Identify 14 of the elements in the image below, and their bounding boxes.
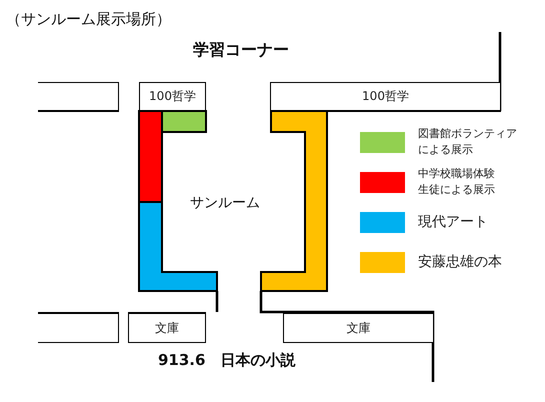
shelf-label: 913.6 日本の小説	[158, 351, 296, 370]
legend-label: 図書館ボランティアによる展示	[418, 126, 518, 158]
shelf-box: 文庫	[128, 312, 206, 343]
shelf-box: 文庫	[283, 312, 434, 343]
area-label: 学習コーナー	[193, 40, 289, 61]
shelf-box	[38, 82, 119, 112]
room-label: サンルーム	[190, 194, 260, 212]
shelf-box: 100哲学	[270, 82, 501, 112]
legend-label: 安藤忠雄の本	[418, 252, 503, 272]
title: （サンルーム展示場所）	[6, 10, 171, 29]
legend-label: 中学校職場体験生徒による展示	[418, 166, 496, 198]
shelf-box: 100哲学	[139, 82, 206, 112]
legend-label: 現代アート	[418, 212, 489, 232]
shelf-box	[38, 312, 119, 343]
